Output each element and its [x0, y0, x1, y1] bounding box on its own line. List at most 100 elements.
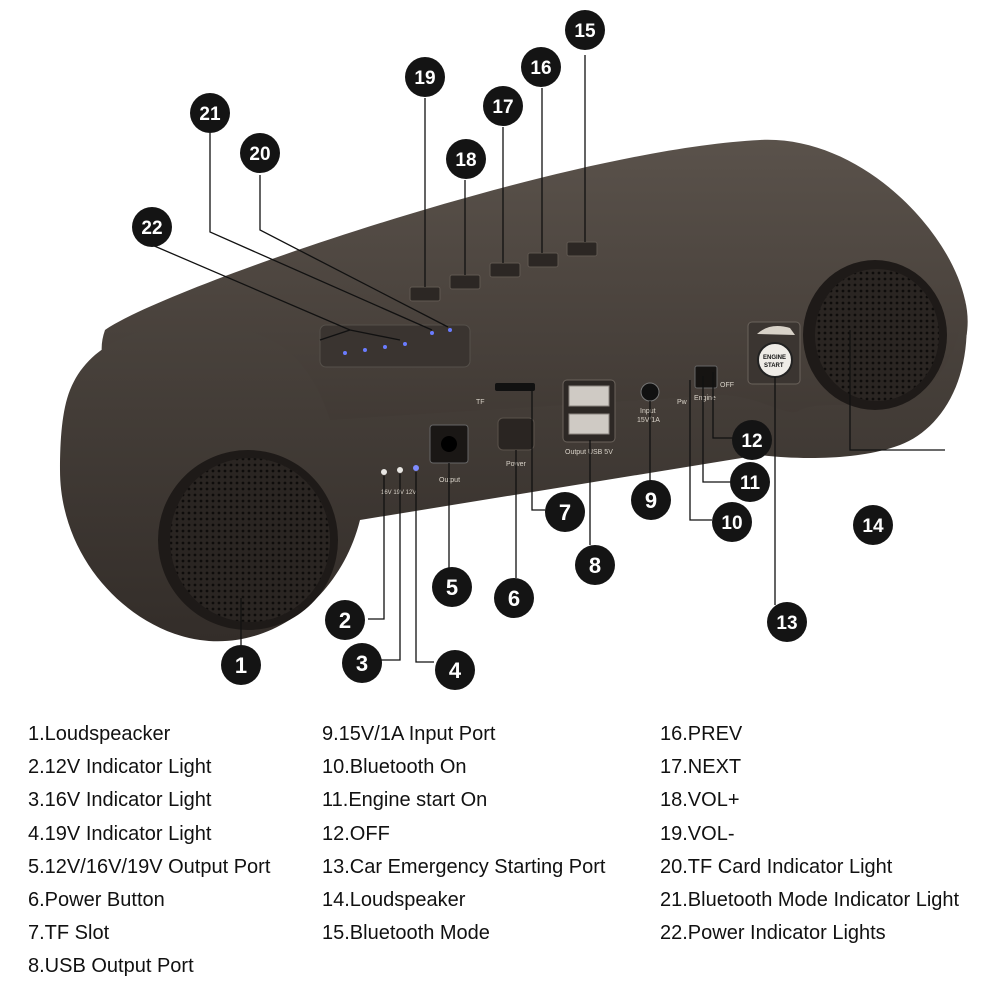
- power-indicator-lights: [343, 342, 407, 355]
- legend-column-2: 9.15V/1A Input Port 10.Bluetooth On 11.E…: [322, 718, 605, 950]
- svg-text:14: 14: [862, 516, 884, 537]
- legend-item: 20.TF Card Indicator Light: [660, 855, 893, 878]
- svg-text:18: 18: [455, 150, 476, 171]
- svg-text:3: 3: [356, 651, 368, 676]
- callout-markers: 1 2 3 4 5 6 7 8 9 10 11 12 13 14 15 16 1…: [132, 10, 893, 690]
- legend-item: 11.Engine start On: [322, 789, 488, 812]
- legend-item: 16.PREV: [660, 723, 743, 745]
- input-port-label-2: 15V/1A: [637, 417, 660, 424]
- callout-4: 4: [435, 650, 475, 690]
- legend-item: 19.VOL-: [660, 822, 735, 845]
- svg-text:16: 16: [530, 58, 551, 79]
- callout-19: 19: [405, 57, 445, 97]
- svg-text:11: 11: [740, 473, 761, 494]
- led-19v: [413, 465, 419, 471]
- callout-16: 16: [521, 47, 561, 87]
- legend-item: 2.12V Indicator Light: [28, 756, 212, 779]
- callout-21: 21: [190, 93, 230, 133]
- top-indicator-panel: [319, 324, 471, 368]
- prev-button[interactable]: [527, 252, 559, 268]
- svg-text:20: 20: [249, 144, 270, 165]
- legend-item: 13.Car Emergency Starting Port: [322, 855, 606, 878]
- svg-text:9: 9: [645, 488, 657, 513]
- legend-item: 18.VOL+: [660, 789, 740, 812]
- usb-port-label: Output USB 5V: [565, 449, 613, 456]
- bluetooth-mode-button[interactable]: [566, 241, 598, 257]
- legend-item: 21.Bluetooth Mode Indicator Light: [660, 888, 960, 911]
- svg-text:4: 4: [449, 658, 462, 683]
- legend-item: 1.Loudspeacker: [28, 723, 171, 745]
- callout-5: 5: [432, 567, 472, 607]
- input-port-label-1: Input: [640, 408, 656, 415]
- leader-lines: [151, 55, 945, 663]
- legend-item: 5.12V/16V/19V Output Port: [28, 855, 271, 878]
- svg-text:17: 17: [492, 97, 513, 118]
- vol-plus-button[interactable]: [449, 274, 481, 290]
- next-button[interactable]: [489, 262, 521, 278]
- power-button[interactable]: [497, 417, 535, 451]
- legend-item: 9.15V/1A Input Port: [322, 723, 496, 745]
- legend-item: 8.USB Output Port: [28, 955, 194, 978]
- legend-column-3: 16.PREV 17.NEXT 18.VOL+ 19.VOL- 20.TF Ca…: [660, 718, 959, 950]
- svg-text:12: 12: [741, 431, 762, 452]
- legend-item: 22.Power Indicator Lights: [660, 922, 886, 945]
- legend-column-1: 1.Loudspeacker 2.12V Indicator Light 3.1…: [28, 718, 270, 984]
- vol-minus-button[interactable]: [409, 286, 441, 302]
- callout-14: 14: [853, 505, 893, 545]
- legend-item: 10.Bluetooth On: [322, 756, 467, 779]
- tf-slot-label: TF: [476, 399, 485, 406]
- engine-label-1: ENGINE: [763, 355, 786, 361]
- tf-slot[interactable]: [495, 383, 535, 391]
- callout-3: 3: [342, 643, 382, 683]
- legend-item: 7.TF Slot: [28, 922, 110, 945]
- callout-8: 8: [575, 545, 615, 585]
- svg-text:22: 22: [141, 218, 162, 239]
- input-port[interactable]: [640, 382, 660, 402]
- callout-10: 10: [712, 502, 752, 542]
- callout-18: 18: [446, 139, 486, 179]
- led-12v: [381, 469, 387, 475]
- bluetooth-mode-indicator: [430, 331, 434, 335]
- engine-label-2: START: [764, 363, 784, 369]
- callout-22: 22: [132, 207, 172, 247]
- callout-7: 7: [545, 492, 585, 532]
- usb-port-2[interactable]: [568, 413, 610, 435]
- callout-11: 11: [730, 462, 770, 502]
- right-loudspeaker-grille: [815, 269, 939, 401]
- legend-item: 6.Power Button: [28, 888, 165, 911]
- callout-6: 6: [494, 578, 534, 618]
- usb-port-1[interactable]: [568, 385, 610, 407]
- svg-text:7: 7: [559, 500, 571, 525]
- tf-card-indicator: [448, 328, 452, 332]
- svg-text:13: 13: [776, 613, 797, 634]
- legend-item: 17.NEXT: [660, 756, 742, 779]
- svg-text:8: 8: [589, 553, 601, 578]
- legend-item: 4.19V Indicator Light: [28, 822, 212, 845]
- legend-item: 15.Bluetooth Mode: [322, 922, 490, 945]
- svg-text:6: 6: [508, 586, 520, 611]
- legend-item: 12.OFF: [322, 822, 390, 845]
- svg-text:5: 5: [446, 575, 458, 600]
- led-labels: 16V 19V 12V: [381, 490, 416, 496]
- legend-item: 3.16V Indicator Light: [28, 789, 212, 812]
- svg-text:2: 2: [339, 608, 351, 633]
- switch-label-pw: Pw: [677, 399, 688, 406]
- legend-item: 14.Loudspeaker: [322, 888, 466, 911]
- callout-1: 1: [221, 645, 261, 685]
- led-16v: [397, 467, 403, 473]
- left-loudspeaker-grille: [170, 458, 330, 622]
- car-icon: [757, 326, 795, 335]
- device-diagram: TF Output Power Output USB 5V Input 15V/…: [60, 10, 968, 690]
- switch-label-off: OFF: [720, 382, 734, 389]
- svg-text:21: 21: [199, 104, 221, 125]
- callout-2: 2: [325, 600, 365, 640]
- svg-text:1: 1: [235, 653, 247, 678]
- svg-text:19: 19: [414, 68, 435, 89]
- callout-20: 20: [240, 133, 280, 173]
- parts-legend: 1.Loudspeacker 2.12V Indicator Light 3.1…: [0, 718, 1000, 1000]
- svg-text:15: 15: [574, 21, 596, 42]
- callout-17: 17: [483, 86, 523, 126]
- switch-label-engine: Engine: [694, 395, 716, 402]
- mode-switch[interactable]: [694, 365, 718, 389]
- callout-12: 12: [732, 420, 772, 460]
